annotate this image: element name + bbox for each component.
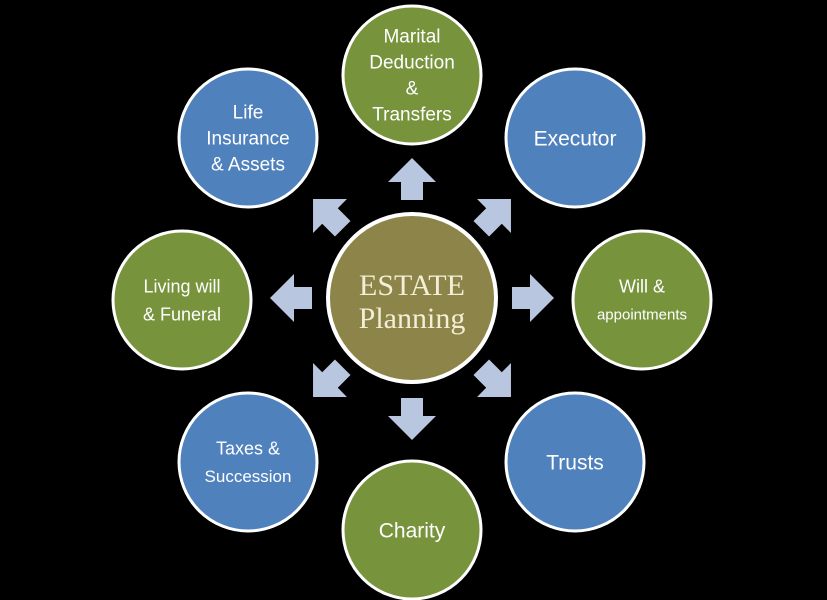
arrow-up-right-icon [473,199,511,237]
node-label-line: Executor [534,127,617,150]
arrow-up-icon [388,158,436,200]
node-circle [341,4,483,146]
node-circle [341,459,483,600]
node-label-line: Will & [619,276,665,296]
node-living-will-funeral: Living will & Funeral [111,229,253,371]
node-label-line: & Assets [211,155,285,176]
center-label-line1: ESTATE [359,269,465,302]
arrow-down-right-icon [473,359,511,397]
node-circle [571,229,713,371]
arrow-down-left-icon [313,359,351,397]
node-label-line: Deduction [369,53,455,74]
center-circle [326,212,498,384]
node-label-line: & [406,79,419,100]
node-circle [177,391,319,533]
node-trusts: Trusts [504,391,646,533]
node-label-line: Trusts [546,451,604,474]
node-executor: Executor [504,67,646,209]
node-label-line: Living will [143,276,220,296]
arrow-right-icon [512,274,554,322]
center-node-estate-planning: ESTATE Planning [326,212,498,384]
node-label-line: Transfers [372,105,452,126]
node-label-line: Succession [205,467,292,486]
node-label-line: Life [233,103,264,124]
node-circle [111,229,253,371]
node-label-line: Insurance [206,129,289,150]
node-label-line: & Funeral [143,304,221,324]
node-label-line: Charity [379,519,446,542]
arrow-left-icon [270,274,312,322]
arrow-down-icon [388,398,436,440]
node-circle [504,391,646,533]
node-label-line: Marital [383,27,440,48]
arrow-up-left-icon [313,199,351,237]
node-taxes-succession: Taxes & Succession [177,391,319,533]
node-charity: Charity [341,459,483,600]
node-circle [504,67,646,209]
node-label-line: appointments [597,306,687,323]
node-label-line: Taxes & [216,438,280,458]
node-circle [177,67,319,209]
node-will-appointments: Will & appointments [571,229,713,371]
center-label-line2: Planning [359,302,466,335]
